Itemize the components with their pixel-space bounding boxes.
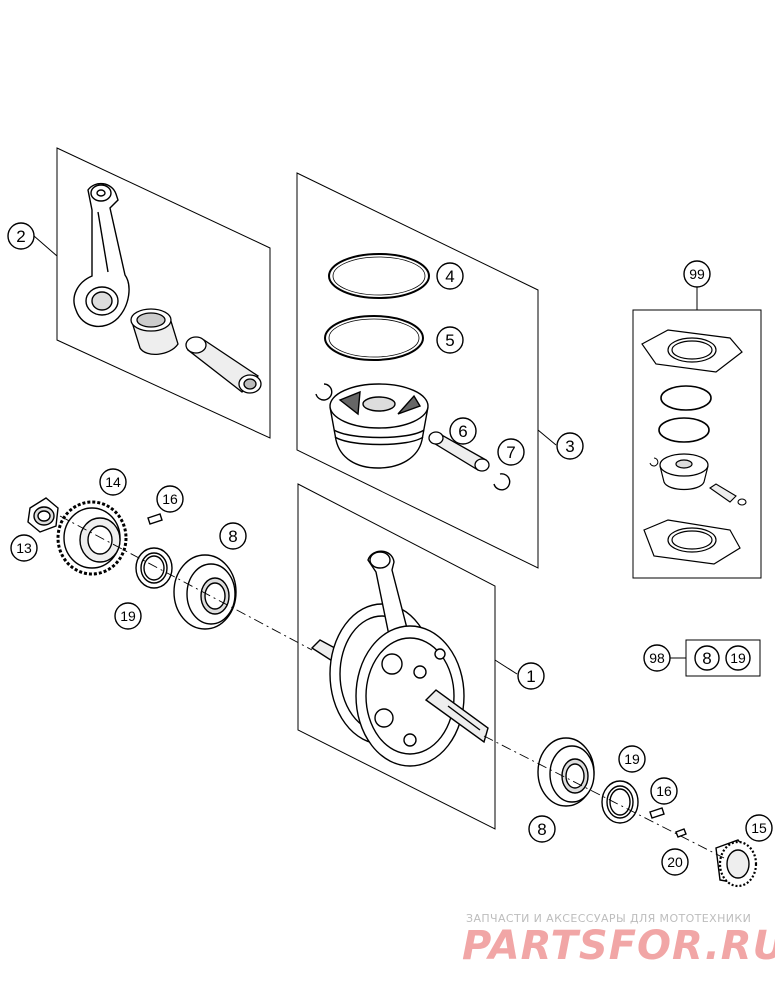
nut [27,497,59,533]
gasket-kit-panel [632,309,762,579]
callout-16-right-label: 16 [656,783,672,799]
crankshaft-panel [297,483,496,830]
callout-3: 3 [556,432,584,460]
base-gasket [643,519,741,565]
left-assembly [27,497,237,630]
callout-16-left: 16 [156,485,184,513]
callout-1-label: 1 [526,667,535,686]
conrod-bearing [130,308,179,355]
main-bearing-left [173,554,237,630]
callout-5-label: 5 [445,331,454,350]
callout-8-left-label: 8 [228,527,237,546]
woodruff-key-left [147,513,163,525]
circlip-right [493,473,511,491]
piston-ring-top [328,253,430,299]
kit-box-label: 98 [649,650,665,666]
head-gasket [641,329,743,373]
main-bearing-right [537,737,595,807]
right-assembly [537,737,758,888]
callout-19-left-label: 19 [120,608,136,624]
callout-15: 15 [745,814,773,842]
callout-8-right-label: 8 [537,820,546,839]
callout-3-label: 3 [565,437,574,456]
kit-box-item-a: 8 [702,649,711,668]
axis-lines [59,515,725,859]
callout-15-label: 15 [751,820,767,836]
small-circlip-left [649,457,659,467]
small-piston [659,453,709,491]
callout-19-left: 19 [114,602,142,630]
piston-kit-panel [296,172,539,569]
piston-ring-second [324,315,424,361]
callout-2: 2 [7,222,35,250]
conrod-kit-panel [56,147,271,439]
callout-14-label: 14 [105,474,121,490]
primary-gear [56,500,128,576]
callout-99: 99 [683,260,711,288]
callout-13-label: 13 [16,540,32,556]
woodruff-key-right [649,807,665,819]
conrod-pin [185,336,262,394]
kit-box-item-b: 19 [730,650,746,666]
oil-seal-left [135,547,173,589]
callout-6-label: 6 [458,422,467,441]
small-ring-2 [658,417,710,443]
callout-20-label: 20 [667,854,683,870]
watermark-logo: PARTSFOR.RU [462,923,775,969]
callout-6: 6 [449,417,477,445]
callout-4: 4 [436,262,464,290]
callout-99-label: 99 [689,266,705,282]
callout-14: 14 [99,468,127,496]
callout-4-label: 4 [445,267,454,286]
callout-7-label: 7 [506,443,515,462]
watermark-tagline: ЗАПЧАСТИ И АКСЕССУАРЫ ДЛЯ МОТОТЕХНИКИ [466,912,752,925]
callout-2-label: 2 [16,227,25,246]
piston-pin [428,431,490,472]
callout-1: 1 [517,662,545,690]
circlip-left [315,383,333,401]
callout-8-left: 8 [219,522,247,550]
callout-16-right: 16 [650,777,678,805]
callout-7: 7 [497,438,525,466]
callout-19-right: 19 [618,745,646,773]
woodruff-key-small [675,828,687,838]
callout-19-right-label: 19 [624,751,640,767]
callout-20: 20 [661,848,689,876]
kit-box: 98 8 19 [643,639,761,677]
callout-13: 13 [10,534,38,562]
crankshaft [310,550,489,767]
timing-gear [715,839,758,888]
callout-8-right: 8 [528,815,556,843]
leader-lines [33,235,698,675]
small-ring-1 [660,385,712,411]
oil-seal-right [601,780,639,824]
small-pin [709,483,747,506]
callout-16-left-label: 16 [162,491,178,507]
connecting-rod [73,183,130,328]
piston [329,383,429,469]
callout-5: 5 [436,326,464,354]
